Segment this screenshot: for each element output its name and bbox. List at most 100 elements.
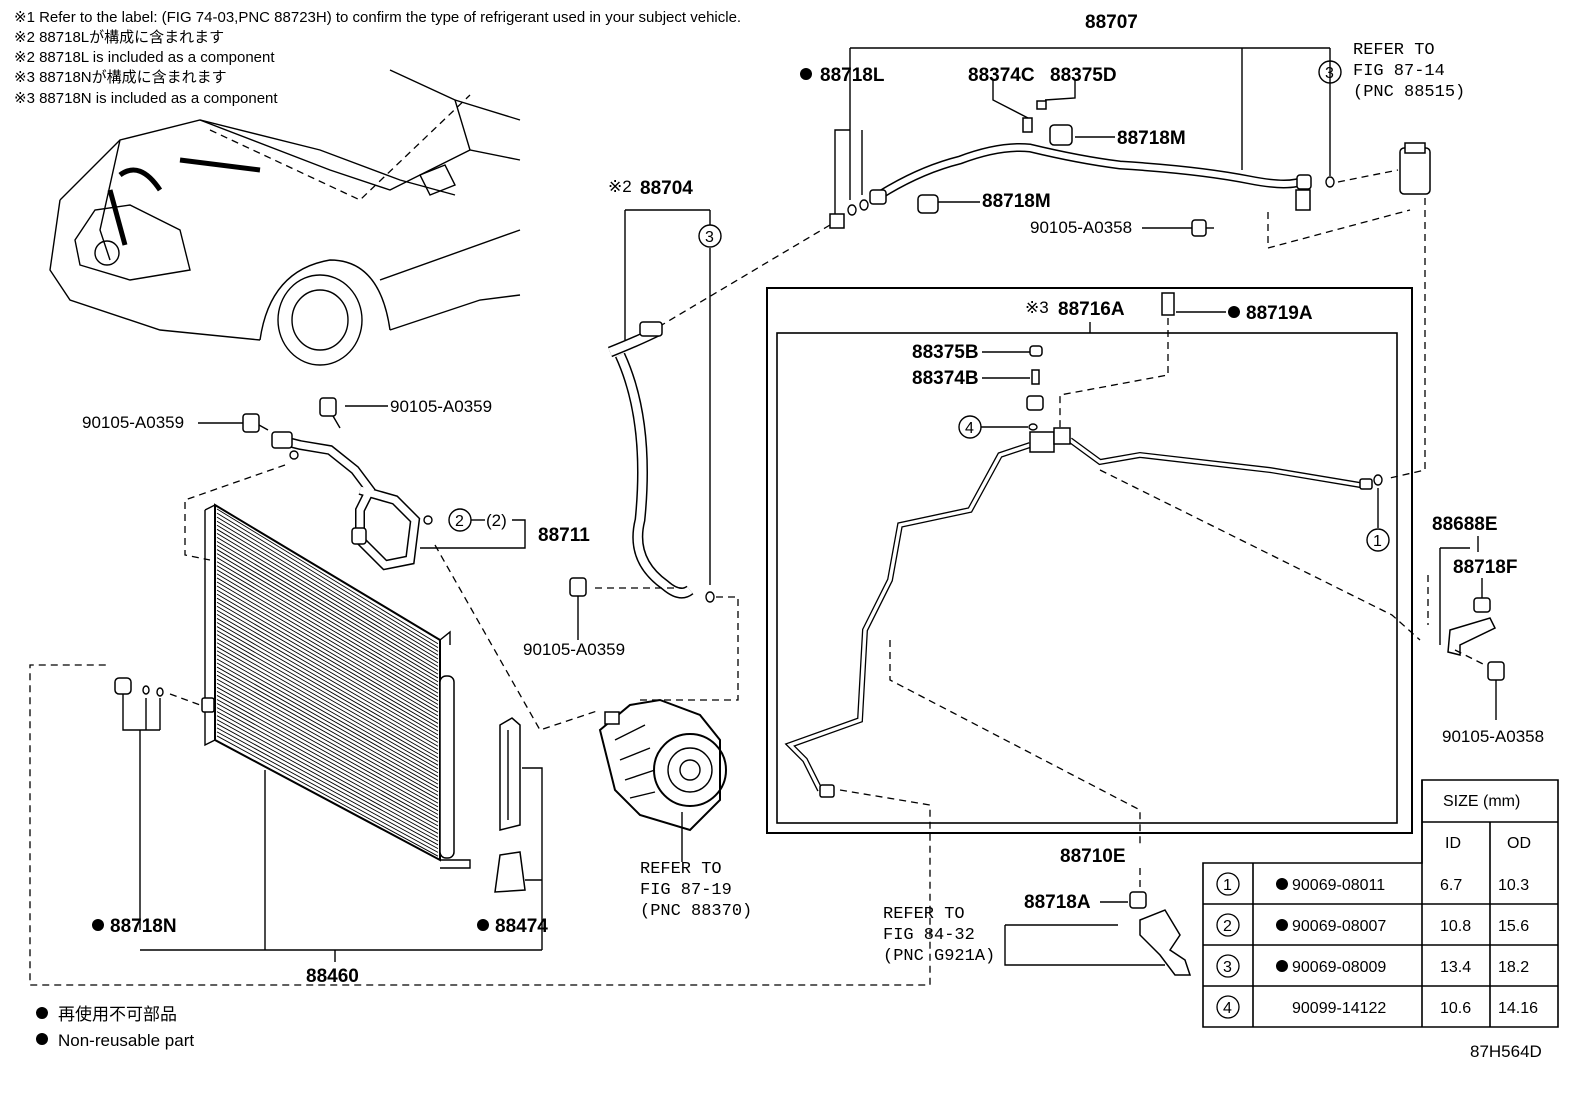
condenser-fin — [216, 638, 439, 766]
condenser-fin — [216, 731, 439, 853]
condenser-fin — [216, 585, 439, 717]
table-row-od: 18.2 — [1498, 959, 1529, 976]
prefix-note2: ※2 — [608, 177, 632, 196]
note-3: ※2 88718L is included as a component — [14, 49, 275, 66]
condenser-fin — [216, 561, 439, 694]
condenser-fin — [216, 565, 439, 698]
condenser-fin — [216, 545, 439, 679]
condenser-fin — [216, 666, 439, 793]
bracket-88710E: 88710E 88718A REFER TO FIG 84-32 (PNC G9… — [883, 846, 1192, 976]
condenser-fin — [216, 707, 439, 831]
callout-3-top: 3 — [1325, 65, 1334, 82]
condenser-fin — [216, 703, 439, 827]
condenser-fin — [216, 686, 439, 812]
label-88718A: 88718A — [1024, 892, 1091, 913]
condenser-fin — [216, 609, 439, 740]
table-col-od: OD — [1507, 835, 1531, 852]
label-88718L: 88718L — [820, 65, 885, 86]
condenser-fin — [216, 581, 439, 713]
condenser-fin — [216, 735, 439, 857]
condenser-fin — [216, 528, 439, 664]
label-88718M-1: 88718M — [1117, 128, 1186, 149]
ref-bottom-line2: FIG 84-32 — [883, 926, 975, 945]
condenser-fin — [216, 650, 439, 777]
notes: ※1 Refer to the label: (FIG 74-03,PNC 88… — [14, 9, 741, 107]
note-4: ※3 88718Nが構成に含まれます — [14, 69, 227, 86]
condenser-fin — [216, 670, 439, 796]
condenser-fin — [216, 678, 439, 804]
condenser-fin — [216, 662, 439, 789]
condenser-88460: 88718N 88474 88460 — [92, 503, 548, 987]
ref-bottom-line3: (PNC G921A) — [883, 947, 995, 966]
table-row-id: 10.8 — [1440, 918, 1471, 935]
condenser-fin — [216, 646, 439, 774]
label-88718N: 88718N — [110, 916, 177, 937]
condenser-fin — [216, 557, 439, 690]
condenser-fin — [216, 614, 439, 743]
pipe-88716A-box: ※3 88716A 88719A 88375B 88374B 4 1 — [29, 287, 1421, 986]
label-88374C: 88374C — [968, 65, 1035, 86]
condenser-fin — [216, 622, 439, 751]
ref-comp-line3: (PNC 88370) — [640, 902, 752, 921]
label-88474: 88474 — [495, 916, 548, 937]
label-88718M-2: 88718M — [982, 191, 1051, 212]
table-row-no: 4 — [1223, 1000, 1232, 1017]
condenser-fin — [216, 512, 439, 648]
callout-2: 2 — [455, 513, 464, 530]
condenser-fin — [216, 516, 439, 652]
condenser-fin — [216, 715, 439, 838]
condenser-fin — [216, 682, 439, 808]
condenser-fins — [216, 508, 439, 857]
compressor: REFER TO FIG 87-19 (PNC 88370) — [598, 698, 752, 921]
table-row-callout — [1216, 913, 1240, 937]
note-5: ※3 88718N is included as a component — [14, 90, 278, 107]
legend: 再使用不可部品 Non-reusable part — [36, 1004, 194, 1050]
condenser-fin — [216, 589, 439, 721]
prefix-note3: ※3 — [1025, 298, 1049, 317]
bracket-88688E: 88688E 88718F 90105-A0358 — [1427, 514, 1544, 746]
table-row-part: 90069-08011 — [1292, 877, 1385, 894]
condenser-fin — [216, 553, 439, 686]
label-88707: 88707 — [1085, 12, 1138, 33]
nonreusable-mark — [1276, 960, 1288, 972]
callout-1: 1 — [1373, 533, 1382, 550]
table-row-od: 10.3 — [1498, 877, 1529, 894]
callout-4: 4 — [965, 420, 974, 437]
table-row-part: 90069-08007 — [1292, 918, 1386, 935]
ref-top-line2: FIG 87-14 — [1353, 62, 1445, 81]
hose-88711: 90105-A0359 90105-A0359 2 (2) 88711 — [82, 397, 601, 731]
ref-comp-line2: FIG 87-19 — [640, 881, 732, 900]
table-row-od: 14.16 — [1498, 1000, 1538, 1017]
table-col-id: ID — [1445, 835, 1461, 852]
condenser-fin — [216, 626, 439, 755]
nonreusable-mark — [1276, 919, 1288, 931]
label-88711: 88711 — [538, 525, 590, 546]
legend-jp: 再使用不可部品 — [58, 1004, 177, 1024]
label-90105-A0359-c: 90105-A0359 — [523, 640, 625, 659]
nonreusable-mark — [1276, 878, 1288, 890]
condenser-fin — [216, 569, 439, 702]
condenser-fin — [216, 601, 439, 732]
label-88688E: 88688E — [1432, 514, 1498, 535]
note-1: ※1 Refer to the label: (FIG 74-03,PNC 88… — [14, 9, 741, 26]
table-row-callout — [1216, 995, 1240, 1019]
condenser-fin — [216, 577, 439, 709]
condenser-fin — [216, 520, 439, 656]
condenser-fin — [216, 508, 439, 645]
condenser-fin — [216, 727, 439, 850]
condenser-fin — [216, 654, 439, 781]
condenser-fin — [216, 723, 439, 846]
car-illustration — [49, 69, 521, 366]
condenser-fin — [216, 532, 439, 667]
label-88716A: 88716A — [1058, 299, 1125, 320]
hose-88707: 88707 88718L 88374C 88375D 88718M 88718M… — [800, 12, 1465, 479]
condenser-fin — [216, 658, 439, 785]
label-88719A: 88719A — [1246, 303, 1313, 324]
condenser-fin — [216, 630, 439, 758]
ref-bottom-line1: REFER TO — [883, 905, 965, 924]
label-90105-A0358-top: 90105-A0358 — [1030, 218, 1132, 237]
condenser-fin — [216, 593, 439, 724]
label-88710E: 88710E — [1060, 846, 1126, 867]
